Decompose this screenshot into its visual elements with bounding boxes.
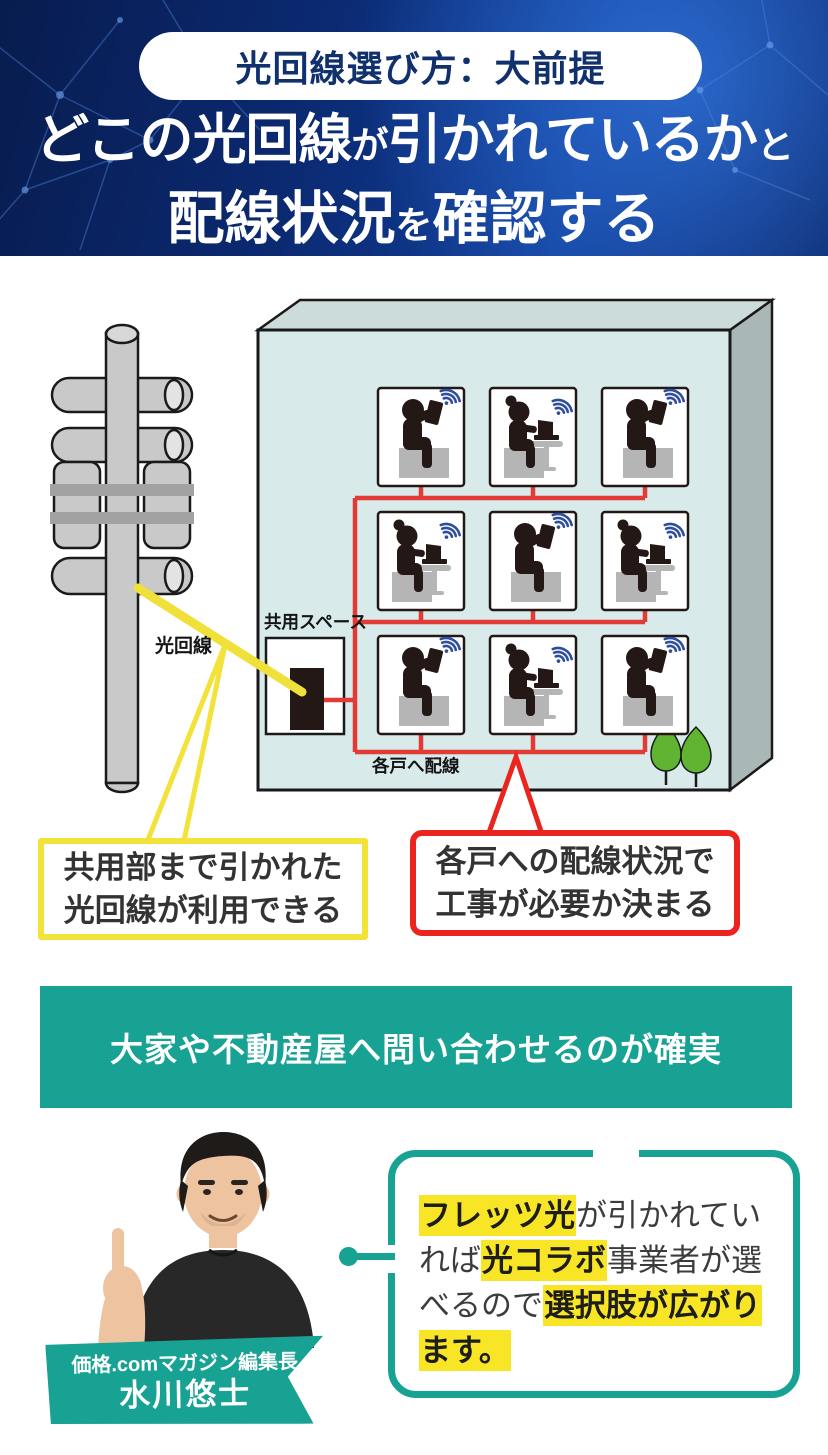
- unit-wiring-label: 各戸へ配線: [371, 756, 460, 776]
- editor-photo: [98, 1132, 314, 1348]
- apartment-unit-laptop: [488, 386, 578, 488]
- topic-badge: 光回線選び方：大前提: [139, 32, 702, 100]
- fiber-terminal-equipment-icon: [290, 668, 324, 730]
- header-banner: 光回線選び方：大前提 どこの光回線が引かれているかと 配線状況を確認する: [0, 0, 828, 256]
- fiber-line-label: 光回線: [154, 634, 212, 657]
- callout-text: 工事が必要か決まる: [435, 887, 715, 922]
- yellow-callout-pointer: [136, 644, 228, 863]
- bubble-border-gap: [593, 1150, 639, 1157]
- main-title-line1: どこの光回線が引かれているかと: [35, 110, 794, 170]
- main-title-line2: 配線状況を確認する: [167, 187, 661, 251]
- apartment-unit-laptop: [376, 510, 466, 612]
- shared-fiber-callout: 共用部まで引かれた 光回線が利用できる: [38, 838, 368, 940]
- tree-icon: [649, 723, 683, 787]
- apartment-unit-laptop: [488, 634, 578, 736]
- callout-text: 共用部まで引かれた: [63, 850, 343, 885]
- speech-text: フレッツ光が引かれてい れば光コラボ事業者が選 べるので選択肢が広がり ます。: [419, 1193, 762, 1373]
- editor-name: 水川悠士: [118, 1375, 252, 1414]
- utility-pole-icon: [50, 323, 194, 794]
- apartment-unit-tablet: [488, 511, 578, 612]
- apartment-building: [254, 297, 776, 793]
- unit-wiring-callout: 各戸への配線状況で 工事が必要か決まる: [410, 830, 740, 936]
- main-title: どこの光回線が引かれているかと 配線状況を確認する: [0, 104, 828, 263]
- bubble-connector-line: [353, 1253, 395, 1260]
- apartment-units-grid: [376, 386, 690, 736]
- speech-bubble: フレッツ光が引かれてい れば光コラボ事業者が選 べるので選択肢が広がり ます。: [339, 1150, 800, 1398]
- apartment-unit-tablet: [376, 635, 466, 736]
- callout-text: 各戸への配線状況で: [435, 844, 715, 879]
- unit-wiring-lines: [324, 486, 648, 755]
- name-ribbon: 価格.comマガジン編集長 水川悠士: [45, 1336, 324, 1429]
- callout-text: 光回線が利用できる: [63, 893, 343, 928]
- editor-role: 価格.comマガジン編集長: [71, 1351, 299, 1377]
- advice-banner: 大家や不動産屋へ問い合わせるのが確実: [40, 986, 792, 1108]
- person-portrait-illustration: [98, 1132, 314, 1348]
- apartment-unit-tablet: [600, 387, 690, 488]
- shared-space-label: 共用スペース: [264, 612, 367, 632]
- bubble-connector-dot-icon: [339, 1247, 358, 1266]
- shared-space-box: [264, 636, 346, 736]
- apartment-unit-tablet: [600, 635, 690, 736]
- apartment-unit-tablet: [376, 387, 466, 488]
- fiber-drop-line: [133, 583, 307, 697]
- apartment-unit-laptop: [600, 510, 690, 612]
- tree-icon: [679, 725, 713, 789]
